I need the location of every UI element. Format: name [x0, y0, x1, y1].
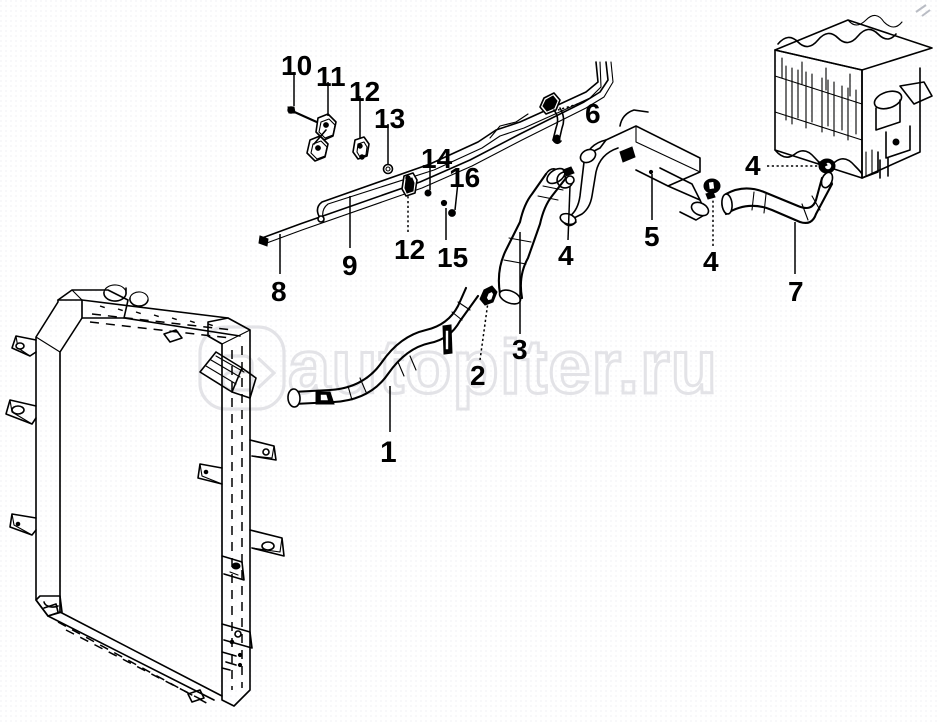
part-14-retaining-clip — [424, 189, 432, 197]
callout-4c: 4 — [745, 150, 761, 181]
callout-1: 1 — [380, 436, 397, 469]
part-16-washer — [448, 209, 456, 217]
part-4-hose-clamp-a — [556, 166, 575, 189]
part-4-hose-clamp-c — [817, 158, 836, 174]
tube-step-bend — [489, 113, 529, 139]
callout-10: 10 — [281, 50, 313, 81]
callout-14: 14 — [421, 143, 453, 174]
callout-6: 6 — [585, 98, 601, 129]
callout-16: 16 — [449, 162, 481, 193]
leader-lines — [279, 72, 818, 432]
radiator-bracket-left-upper — [11, 335, 37, 357]
part-11-double-tube-clip — [306, 113, 337, 162]
radiator-bracket-right-e — [221, 623, 253, 649]
callout-4a: 4 — [558, 240, 574, 271]
callout-11: 11 — [316, 61, 346, 92]
radiator-top-nub — [163, 329, 183, 343]
watermark-logo-chevron — [256, 356, 277, 390]
part-6-tube-bracket — [539, 92, 565, 145]
part-12-tube-clip-lower — [401, 172, 418, 197]
part-4-hose-clamp-b — [703, 178, 721, 200]
watermark-logo-frame — [198, 325, 286, 411]
callout-15: 15 — [437, 242, 469, 273]
radiator-bracket-right-c — [249, 529, 285, 557]
callout-4b: 4 — [703, 246, 719, 277]
radiator-bottom-nub — [43, 603, 59, 613]
engine-side-flange — [899, 81, 933, 105]
radiator-bracket-right-f — [221, 651, 243, 671]
radiator-bracket-right-d — [221, 555, 245, 581]
radiator-bracket-right-b — [197, 463, 223, 485]
part-12-tube-clip-upper — [352, 136, 370, 160]
part-1-lower-radiator-hose — [287, 286, 480, 408]
callout-9: 9 — [342, 250, 358, 281]
part-2-hose-clamp — [479, 285, 498, 306]
engine-block — [774, 14, 933, 179]
part-7-heater-hose — [721, 171, 834, 225]
callout-12a: 12 — [349, 76, 381, 107]
corner-scratch-mark — [915, 4, 931, 17]
part-9-coolant-tube-short — [316, 61, 602, 223]
part-15-cotter-pin — [440, 199, 448, 207]
radiator-bracket-left-middle — [5, 399, 37, 425]
callout-3: 3 — [512, 334, 528, 365]
callout-7: 7 — [788, 276, 804, 307]
part-8-coolant-tube-long — [258, 61, 614, 247]
part-5-coolant-t-pipe — [559, 109, 710, 227]
callout-5: 5 — [644, 221, 660, 252]
radiator-bottom-nub-2 — [187, 689, 205, 703]
part-3-upper-radiator-hose — [497, 167, 568, 305]
radiator-assembly — [5, 284, 285, 707]
callout-2: 2 — [470, 360, 486, 391]
callout-13: 13 — [374, 103, 406, 134]
radiator-bracket-left-lower — [9, 513, 37, 536]
radiator-outlet-neck — [199, 351, 257, 399]
radiator-bracket-right-a — [249, 439, 277, 461]
part-13-tube-grommet — [382, 163, 394, 175]
callout-8: 8 — [271, 276, 287, 307]
callout-12b: 12 — [394, 234, 426, 265]
